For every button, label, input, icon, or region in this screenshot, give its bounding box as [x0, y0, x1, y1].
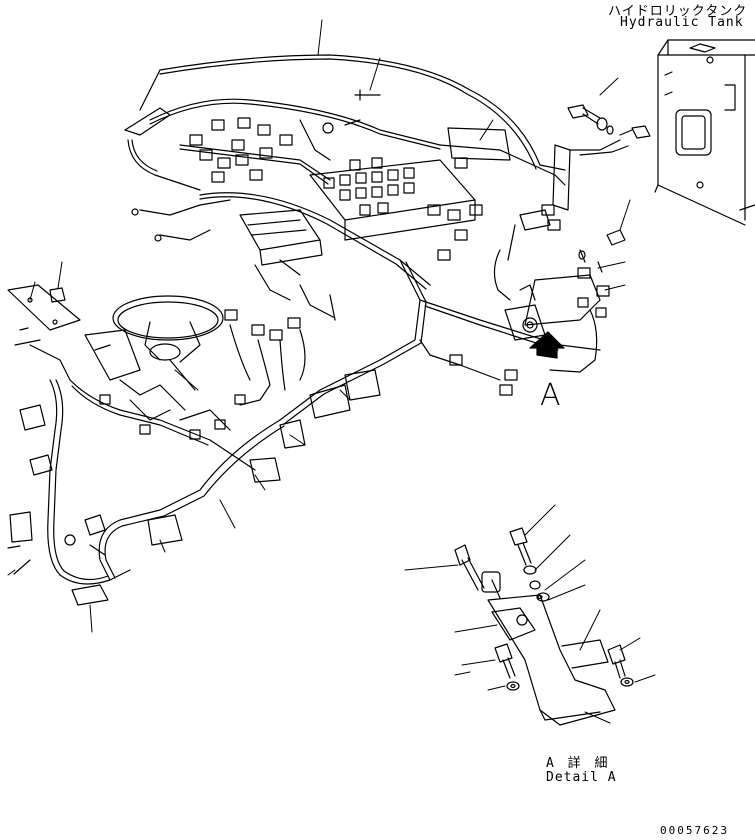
hydraulic-tank-label-en: Hydraulic Tank — [620, 15, 744, 30]
center-harness — [199, 192, 601, 425]
leader-lines — [7, 19, 656, 724]
view-arrow — [529, 331, 565, 359]
tank-fasteners — [567, 104, 651, 139]
hydraulic-tank — [654, 39, 755, 226]
upper-harness — [124, 54, 629, 211]
view-a-marker: A — [540, 378, 561, 413]
lower-harness — [59, 369, 381, 606]
relay-block — [309, 157, 483, 261]
dash-harness — [7, 309, 306, 576]
solenoid-assembly — [493, 204, 626, 373]
upper-connectors — [131, 117, 361, 242]
drawing-number: 00057623 — [660, 824, 729, 837]
detail-a-caption-jp: A 詳 細 — [546, 756, 611, 771]
left-panel — [7, 284, 141, 381]
detail-a-caption-en: Detail A — [546, 770, 617, 785]
steering-wheel — [112, 295, 224, 391]
fuse-box — [239, 209, 323, 276]
detail-a-drawing — [454, 527, 634, 726]
hydraulic-tank-label-jp: ハイドロリックタンク — [608, 4, 748, 19]
